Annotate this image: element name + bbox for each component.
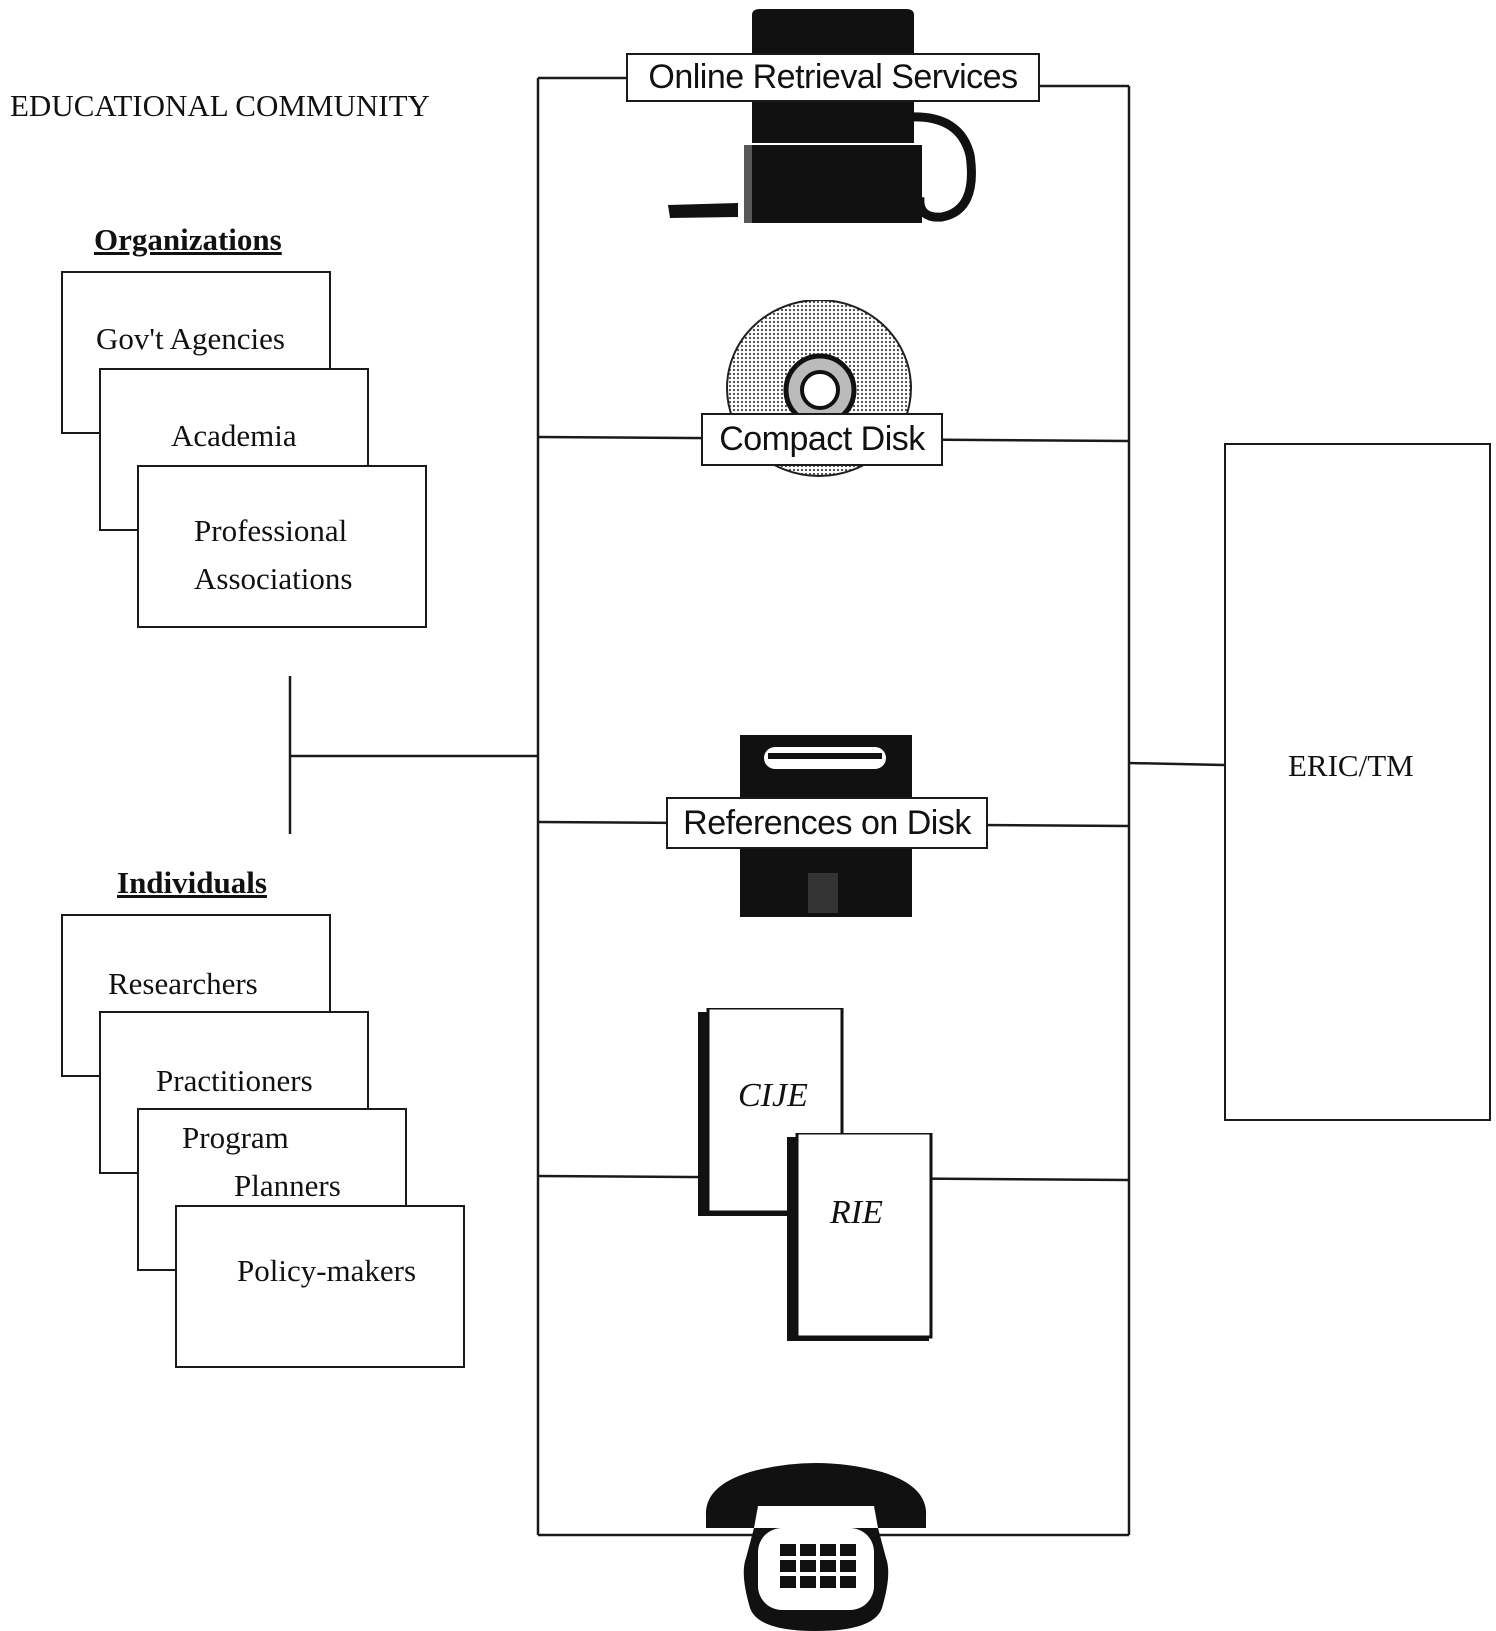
card-label: Policy-makers	[237, 1253, 417, 1288]
computer-terminal-icon	[668, 9, 976, 223]
card-professional-associations: Professional Associations	[137, 465, 427, 628]
book-title-cije: CIJE	[738, 1077, 808, 1114]
eric-tm-box: ERIC/TM	[1224, 443, 1491, 1121]
card-label: Practitioners	[156, 1063, 313, 1098]
book-icon-rie	[787, 1133, 933, 1341]
organizations-heading: Organizations	[94, 222, 282, 257]
card-label: Researchers	[108, 966, 258, 1001]
card-label-line1: Professional	[194, 513, 348, 548]
card-label: Gov't Agencies	[96, 321, 285, 356]
card-label-line2: Planners	[234, 1168, 341, 1203]
card-label: Academia	[171, 418, 297, 453]
card-label-line2: Associations	[194, 561, 353, 596]
references-on-disk-label: References on Disk	[666, 797, 988, 849]
card-label-line1: Program	[182, 1120, 289, 1155]
online-retrieval-services-label: Online Retrieval Services	[626, 53, 1040, 102]
book-title-rie: RIE	[830, 1194, 883, 1231]
telephone-icon	[705, 1463, 927, 1631]
diagram-title: EDUCATIONAL COMMUNITY	[10, 88, 430, 123]
card-policy-makers: Policy-makers	[175, 1205, 465, 1368]
compact-disk-label: Compact Disk	[701, 413, 943, 466]
eric-tm-label: ERIC/TM	[1288, 748, 1414, 783]
individuals-heading: Individuals	[117, 865, 267, 900]
